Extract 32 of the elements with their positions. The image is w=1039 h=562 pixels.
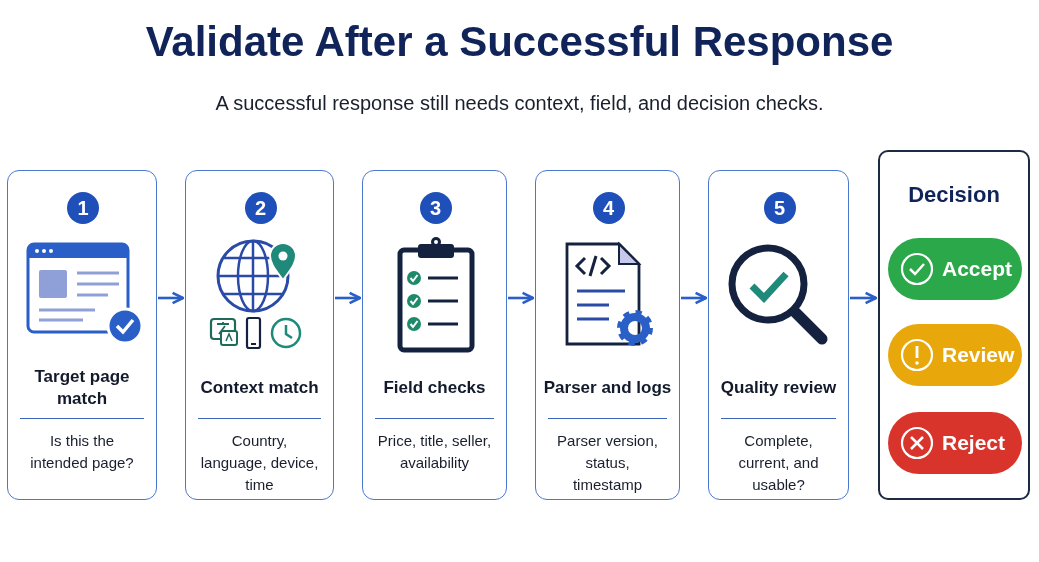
subtitle: A successful response still needs context, field, and decision checks. xyxy=(214,92,825,115)
arrow xyxy=(158,291,185,305)
step-number: 3 xyxy=(419,192,452,224)
step-card xyxy=(362,170,507,500)
decision-label: Review xyxy=(942,343,1015,367)
step-card xyxy=(708,170,849,500)
step-number: 2 xyxy=(244,192,277,224)
decision-label: Reject xyxy=(942,431,1006,455)
step-description: Country, language, device, time xyxy=(200,431,319,495)
step-title: Context match xyxy=(200,377,319,399)
step-number: 1 xyxy=(67,192,99,224)
step-description: Complete, current, and usable? xyxy=(737,431,820,495)
step-card xyxy=(185,170,334,500)
step-title: Field checks xyxy=(383,377,486,399)
step-title: Target page match xyxy=(33,366,131,410)
arrow xyxy=(335,291,362,305)
decision-label: Accept xyxy=(942,257,1013,281)
step-card xyxy=(7,170,157,500)
step-title: Parser and logs xyxy=(543,377,672,399)
step-description: Price, title, seller, availability xyxy=(377,431,492,473)
step-number: 5 xyxy=(763,192,796,224)
diagram-title: Validate After a Successful Response xyxy=(144,18,895,66)
step-description: Parser version, status, timestamp xyxy=(556,431,659,495)
step-number: 4 xyxy=(592,192,625,224)
decision-panel xyxy=(878,150,1030,500)
step-title: Quality review xyxy=(720,377,837,399)
step-description: Is this the intended page? xyxy=(29,431,135,473)
arrow xyxy=(850,291,878,305)
arrow xyxy=(508,291,535,305)
panel-heading: Decision xyxy=(907,182,1001,208)
arrow xyxy=(681,291,708,305)
step-card xyxy=(535,170,680,500)
